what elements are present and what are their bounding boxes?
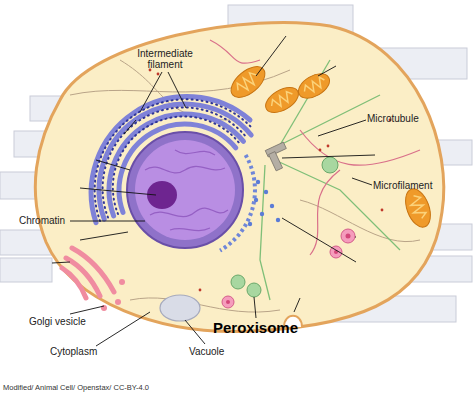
mito-outer — [261, 82, 302, 117]
vesicle — [276, 218, 280, 222]
structure-label: Intermediate filament — [130, 48, 200, 70]
golgi-vesicles — [101, 279, 125, 311]
cristae — [302, 76, 327, 96]
vesicle-core — [346, 234, 351, 239]
leader-line — [282, 218, 356, 262]
microtubule — [260, 165, 270, 300]
vesicle — [270, 204, 274, 208]
mitochondrion — [401, 185, 435, 230]
centriole — [269, 152, 283, 171]
leader-line — [96, 160, 130, 170]
leader-lines — [52, 36, 375, 346]
organelle-vesicles — [222, 157, 355, 308]
golgi-apparatus — [62, 248, 114, 298]
leader-line — [52, 262, 70, 263]
secretory-vesicle — [341, 229, 355, 243]
ribosome — [157, 73, 160, 76]
vesicle-core — [226, 300, 230, 304]
ribosome — [319, 149, 322, 152]
chromatin-strand — [150, 208, 228, 217]
leader-line — [352, 178, 372, 185]
mito-outer — [401, 185, 435, 230]
structure-label: Golgi vesicle — [29, 316, 86, 327]
ribosome — [381, 209, 384, 212]
cristae — [408, 194, 427, 221]
intermediate-filaments — [70, 60, 420, 312]
nucleoplasm — [135, 140, 235, 240]
leader-line — [318, 120, 366, 136]
leader-line — [254, 297, 256, 318]
structure-label: Chromatin — [19, 215, 65, 226]
vesicle — [115, 299, 121, 305]
vesicle — [119, 279, 125, 285]
lysosome — [322, 157, 338, 173]
leader-line — [185, 320, 205, 344]
microtubule — [275, 160, 400, 250]
leader-line — [168, 72, 186, 108]
plasma-membrane — [35, 22, 443, 331]
leader-line — [80, 188, 156, 195]
microfilament — [210, 40, 260, 63]
mitochondrion — [226, 61, 271, 104]
centrosome — [265, 142, 286, 171]
vesicle — [264, 190, 268, 194]
vesicle — [248, 222, 252, 226]
leader-line — [70, 306, 104, 314]
nuclear-envelope — [127, 132, 243, 248]
leader-line — [80, 232, 128, 240]
smooth-er-vesicles — [248, 180, 280, 226]
cristae — [269, 90, 295, 111]
microfilament — [300, 130, 420, 165]
structure-label: Vacuole — [189, 346, 224, 357]
vesicle — [254, 198, 258, 202]
leader-line — [96, 312, 150, 346]
structure-label: Microfilament — [373, 180, 432, 191]
mitochondrion — [294, 69, 333, 103]
peroxisome — [247, 283, 261, 297]
leader-line — [282, 155, 375, 158]
chromatin — [145, 150, 228, 231]
leader-line — [140, 72, 162, 112]
secretory-vesicle — [222, 296, 234, 308]
mito-outer — [294, 69, 333, 103]
structure-label: Cytoplasm — [50, 346, 97, 357]
chromatin-strand — [145, 166, 225, 172]
ribosome — [327, 145, 330, 148]
vacuole — [160, 295, 200, 321]
microfilaments — [210, 40, 420, 255]
mitochondrion — [261, 82, 302, 117]
leader-line — [124, 120, 136, 134]
cristae — [234, 70, 260, 95]
microfilament — [310, 170, 340, 255]
chromatin-strand — [170, 228, 210, 231]
leader-line — [256, 36, 286, 76]
golgi-cisterna — [62, 268, 86, 298]
structure-label: Microtubule — [367, 113, 419, 124]
structure-label: Peroxisome — [213, 319, 298, 336]
peroxisome — [231, 275, 245, 289]
leader-line — [355, 237, 356, 238]
mito-outer — [226, 61, 271, 104]
vesicle — [101, 305, 107, 311]
leader-line — [70, 221, 145, 222]
source-caption: Modified/ Animal Cell/ Openstax/ CC-BY-4… — [3, 383, 149, 392]
vesicle — [260, 212, 264, 216]
filament — [130, 298, 280, 312]
blank-box — [0, 258, 52, 282]
chromatin-strand — [175, 150, 215, 155]
ribosome — [199, 289, 202, 292]
leader-line — [318, 66, 336, 76]
mitochondria — [226, 61, 436, 231]
vesicle — [256, 180, 260, 184]
leader-line — [294, 298, 300, 312]
